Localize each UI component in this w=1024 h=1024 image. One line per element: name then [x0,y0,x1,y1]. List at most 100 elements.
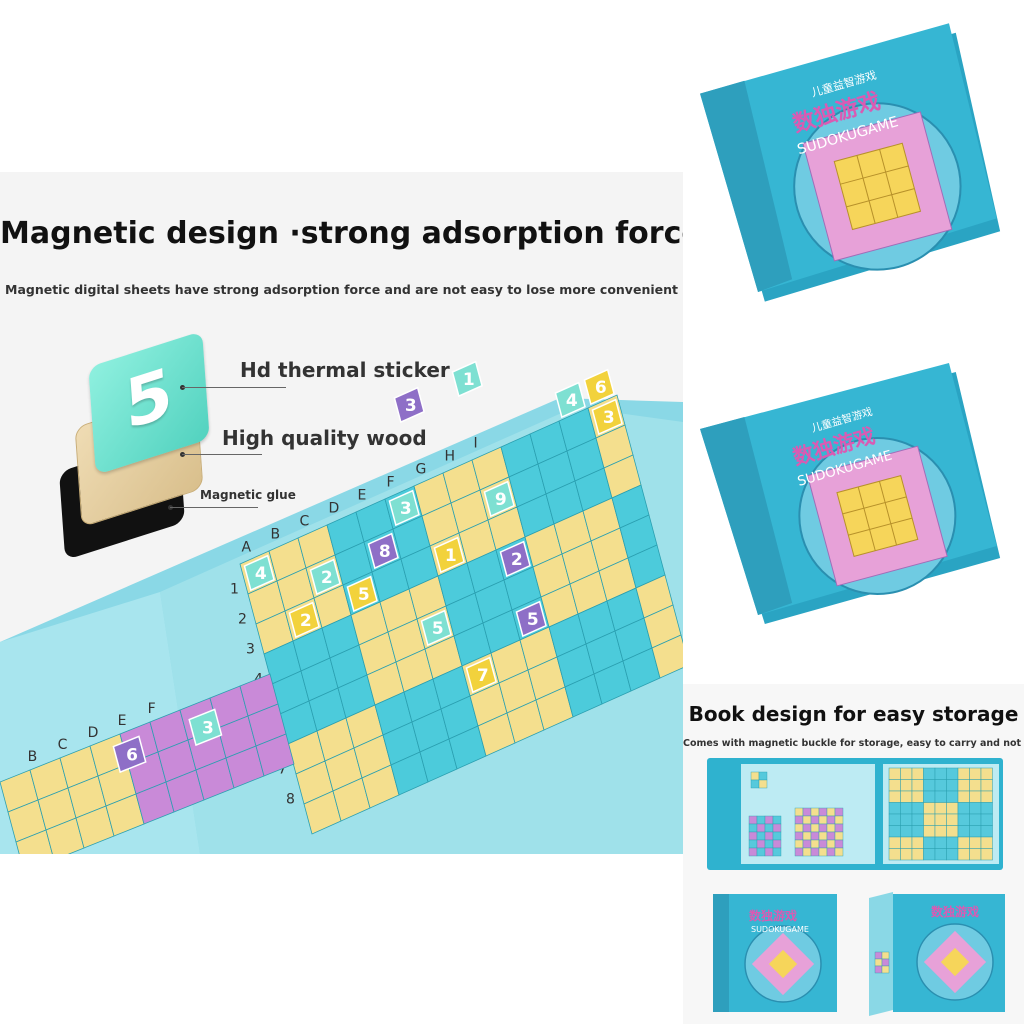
number-tile-digit: 5 [527,610,539,630]
closed-book-left-title-en: SUDOKUGAME [751,925,809,934]
number-tile-digit: 4 [566,391,578,411]
open-book-cell [911,825,924,838]
open-book-cell [934,767,947,780]
open-book-cell [900,836,913,849]
mini-grid-b [772,815,782,825]
feature-subtitle: Magnetic digital sheets have strong adso… [5,282,678,297]
open-book-cell [911,767,924,780]
open-book-cell [957,848,970,861]
mini-grid-c [802,815,812,825]
mini-grid-c [826,815,836,825]
mini-grid-b [764,847,774,857]
open-book-cell [980,802,993,815]
number-tile-digit: 3 [603,408,615,428]
mini-grid-c [810,847,820,857]
mini-grid-c [810,823,820,833]
open-book-cell [934,779,947,792]
open-book-cell [980,825,993,838]
mini-grid-b [764,839,774,849]
board-row-label: 7 [278,762,287,778]
closed-book-right-mini-cell [874,951,883,960]
small-board-col-label: F [148,701,156,717]
mini-grid-c [834,807,844,817]
mini-grid-c [818,839,828,849]
sudoku-board-illustration: ABCDEFGHI1234567843289251255731463BCDEF6… [0,360,683,854]
mini-grid-b [748,847,758,857]
open-book-cell [946,767,959,780]
mini-grid-c [802,831,812,841]
open-book-cell [923,836,936,849]
mini-grid-b [756,815,766,825]
board-col-label: D [329,501,340,517]
mini-grid-b [772,831,782,841]
open-book-cell [957,813,970,826]
mini-grid-c [818,847,828,857]
mini-grid-b [764,823,774,833]
number-tile-digit: 2 [300,611,312,631]
closed-book-right-title: 数独游戏 [931,904,979,919]
number-tile-digit: 1 [445,546,457,566]
board-col-label: G [416,462,427,478]
open-book-illustration [707,758,1003,870]
mini-grid-b [764,831,774,841]
open-book-cell [980,813,993,826]
box-puzzle-gridline [846,188,915,208]
open-book-cell [934,825,947,838]
mini-grid-b [748,823,758,833]
number-tile [388,489,420,527]
open-book-cell [969,779,982,792]
main-feature-panel: Magnetic design ·strong adsorption force… [0,172,683,854]
open-book-cell [911,790,924,803]
mini-grid-c [818,831,828,841]
mini-grid-c [818,823,828,833]
open-book-cell [957,802,970,815]
closed-book-left-title: 数独游戏 [749,908,797,923]
open-book-cell [888,767,901,780]
mini-grid-c [826,847,836,857]
feature-title: Magnetic design ·strong adsorption force [0,216,683,251]
number-tile [465,656,497,694]
box-puzzle-gridline [879,149,899,218]
callout-thermal-sticker: Hd thermal sticker [240,358,450,382]
open-book-cell [900,848,913,861]
mini-grid-b [756,847,766,857]
small-board-tile [188,708,223,747]
mini-grid-b [772,839,782,849]
number-tile [309,558,341,596]
mini-grid-b [748,839,758,849]
mini-grid-c [810,807,820,817]
open-book-cell [911,813,924,826]
open-book-cell [957,790,970,803]
mini-grid-c [794,815,804,825]
mini-grid-b [764,815,774,825]
small-board-col-label: D [88,725,99,741]
box-puzzle-gridline [857,486,876,551]
box-puzzle-gridline [842,496,907,515]
mini-grid-b [756,839,766,849]
open-book-cell [934,813,947,826]
board-cell [651,634,683,679]
mini-grid-c [834,823,844,833]
small-board-tile-digit: 6 [126,746,138,766]
mini-grid-c [802,839,812,849]
open-book-cell [934,802,947,815]
open-book-cell [980,779,993,792]
open-book-cell [923,825,936,838]
open-book-cell [946,848,959,861]
small-board-col-label: E [118,713,127,729]
closed-book-right: 数独游戏 [869,892,1005,1016]
mini-grid-c [802,847,812,857]
number-tile [583,368,615,406]
closed-book-right-mini-cell [874,958,883,967]
open-book-cell [888,825,901,838]
number-tile-digit: 2 [321,568,333,588]
mini-grid-c [794,847,804,857]
open-book-cell [969,802,982,815]
open-book-cell [911,848,924,861]
closed-book-left-spine [713,894,729,1012]
open-book-cell [946,790,959,803]
number-tile [243,554,275,592]
box-spine-flap [700,417,793,615]
mini-grid-c [818,807,828,817]
